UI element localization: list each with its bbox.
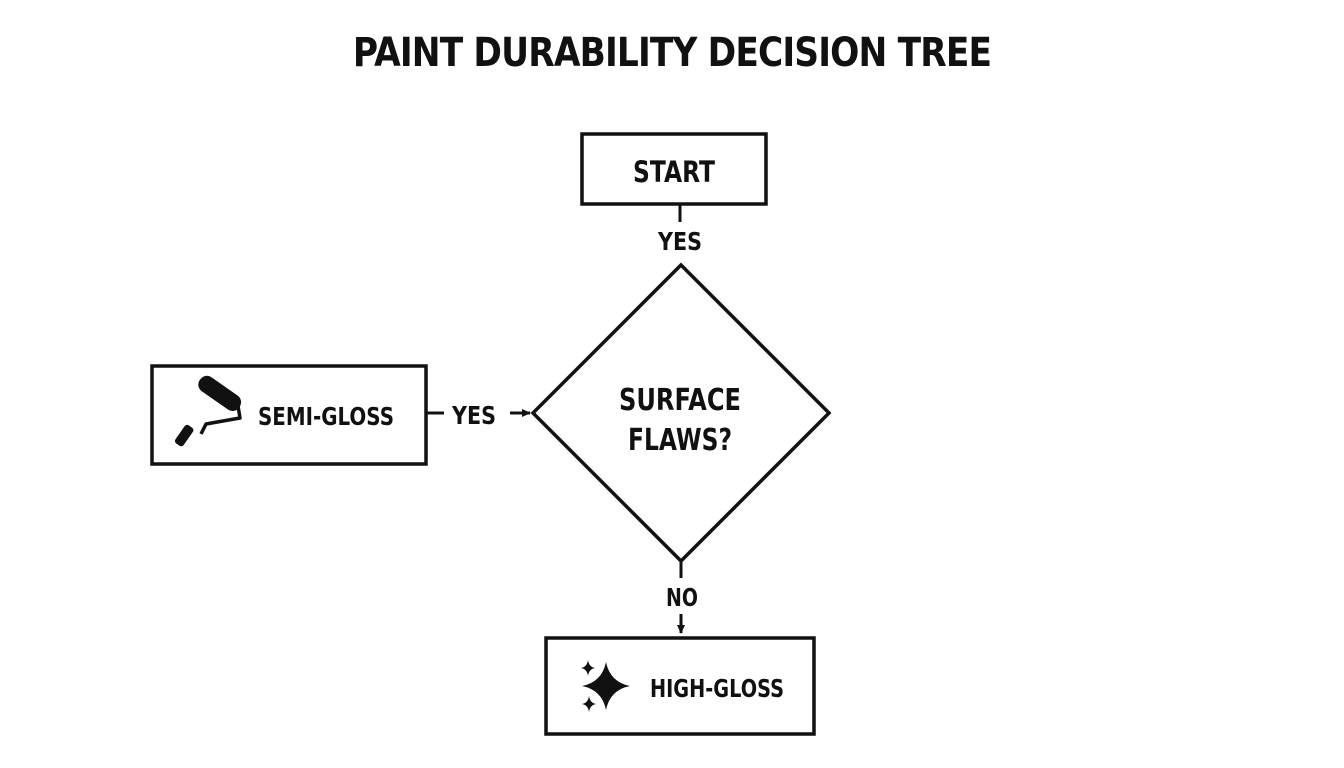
decision-node: SURFACE FLAWS?	[530, 262, 832, 564]
edge-label-yes-left: YES	[451, 401, 496, 430]
high-gloss-node: HIGH-GLOSS	[544, 636, 816, 736]
edge-decision-to-semi-gloss: YES	[426, 401, 531, 430]
high-gloss-label: HIGH-GLOSS	[650, 674, 784, 703]
decision-label-line2: FLAWS?	[628, 423, 732, 458]
edge-decision-to-high-gloss: NO	[666, 561, 698, 634]
semi-gloss-label: SEMI-GLOSS	[258, 402, 394, 431]
start-label: START	[633, 155, 715, 189]
diagram-title: PAINT DURABILITY DECISION TREE	[352, 30, 992, 76]
semi-gloss-node: SEMI-GLOSS	[150, 364, 428, 466]
decision-label-line1: SURFACE	[619, 383, 741, 418]
start-node: START	[580, 132, 768, 206]
edge-start-to-decision: YES	[657, 204, 702, 256]
edge-label-no: NO	[666, 583, 698, 612]
sparkle-icon	[581, 660, 630, 712]
paint-roller-icon	[174, 375, 242, 447]
edge-label-yes-top: YES	[657, 227, 702, 256]
